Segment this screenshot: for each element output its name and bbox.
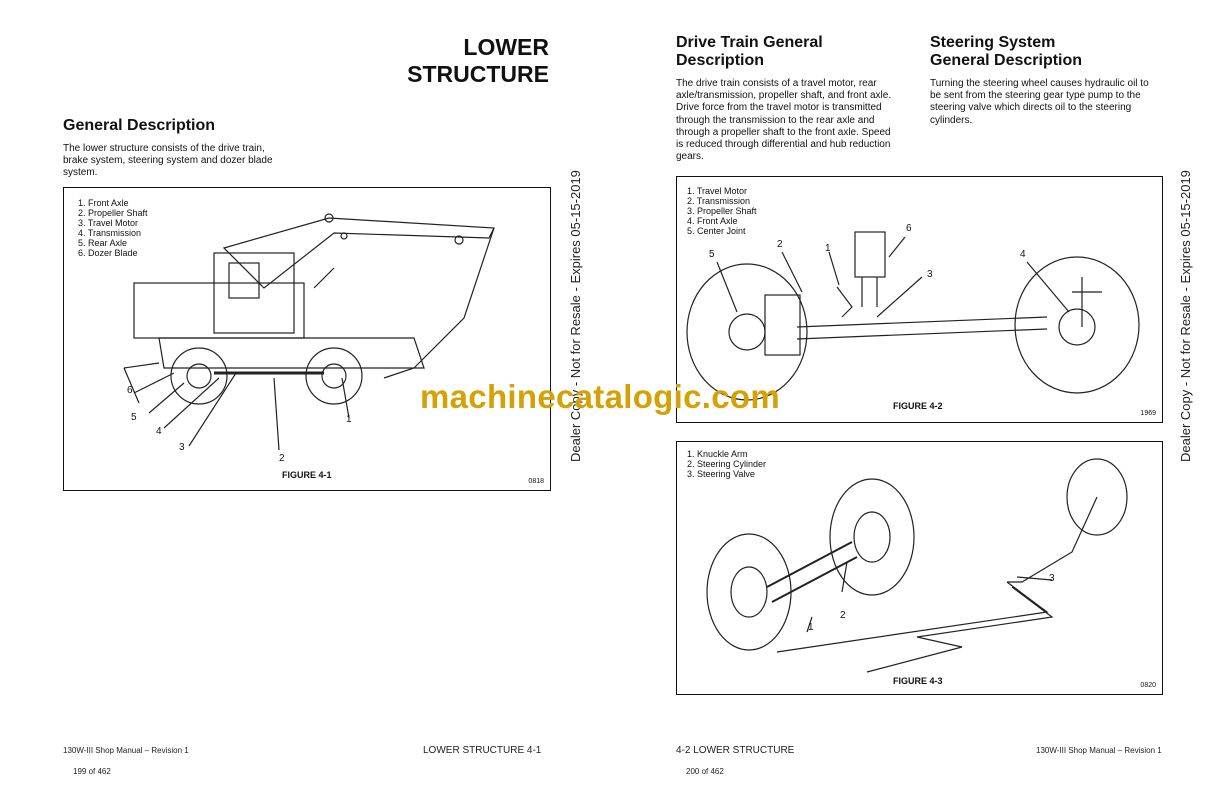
steering-heading-line1: Steering System	[930, 34, 1056, 51]
legend-item: 6. Dozer Blade	[78, 248, 138, 258]
callout-5: 5	[709, 249, 715, 260]
legend-item: 1. Knuckle Arm	[687, 449, 748, 459]
figure-caption: FIGURE 4-3	[893, 676, 943, 686]
figure-4-3: 1. Knuckle Arm 2. Steering Cylinder 3. S…	[676, 441, 1163, 695]
callout-5: 5	[131, 412, 137, 423]
legend-item: 1. Front Axle	[78, 198, 129, 208]
footer-section-right: 4-2 LOWER STRUCTURE	[676, 745, 795, 756]
legend-item: 2. Propeller Shaft	[78, 208, 148, 218]
callout-6: 6	[127, 385, 133, 396]
figure-caption: FIGURE 4-1	[282, 470, 332, 480]
drive-train-text: The drive train consists of a travel mot…	[676, 78, 892, 163]
figure-4-2: 1. Travel Motor 2. Transmission 3. Prope…	[676, 176, 1163, 423]
callout-2: 2	[777, 239, 783, 250]
watermark: machinecatalogic.com	[420, 378, 780, 415]
legend-item: 3. Steering Valve	[687, 469, 755, 479]
section-heading: General Description	[63, 117, 216, 134]
dealer-stamp-left: Dealer Copy - Not for Resale - Expires 0…	[568, 170, 583, 462]
callout-4: 4	[1020, 249, 1026, 260]
footer-manual-left: 130W-III Shop Manual – Revision 1	[63, 746, 189, 755]
legend-item: 2. Steering Cylinder	[687, 459, 767, 469]
footer-manual-right: 130W-III Shop Manual – Revision 1	[1036, 746, 1162, 755]
callout-3: 3	[1049, 573, 1055, 584]
figure-legend: 1. Front Axle 2. Propeller Shaft 3. Trav…	[78, 198, 148, 258]
figure-code: 0818	[528, 478, 544, 485]
callout-6: 6	[906, 223, 912, 234]
page-count-left: 199 of 462	[73, 767, 111, 776]
steering-text: Turning the steering wheel causes hydrau…	[930, 78, 1149, 126]
callout-1: 1	[825, 243, 831, 254]
legend-item: 5. Rear Axle	[78, 238, 128, 248]
figure-legend: 1. Knuckle Arm 2. Steering Cylinder 3. S…	[687, 449, 766, 479]
steering-heading-line2: General Description	[930, 52, 1083, 69]
drive-train-heading: Drive Train General Description	[676, 34, 823, 70]
legend-item: 3. Travel Motor	[78, 218, 139, 228]
drive-heading-line1: Drive Train General	[676, 34, 823, 51]
legend-item: 4. Front Axle	[687, 216, 738, 226]
callout-1: 1	[808, 622, 814, 633]
legend-item: 3. Propeller Shaft	[687, 206, 757, 216]
legend-item: 4. Transmission	[78, 228, 142, 238]
callout-1: 1	[346, 414, 352, 425]
callout-4: 4	[156, 426, 162, 437]
chapter-title: LOWER STRUCTURE	[380, 34, 549, 88]
drive-train-illustration	[686, 231, 1140, 401]
steering-illustration	[706, 458, 1128, 673]
legend-item: 1. Travel Motor	[687, 186, 748, 196]
figure-legend: 1. Travel Motor 2. Transmission 3. Prope…	[687, 186, 757, 236]
callout-3: 3	[927, 269, 933, 280]
page-count-right: 200 of 462	[686, 767, 724, 776]
figure-code: 1969	[1140, 410, 1156, 417]
callout-2: 2	[279, 453, 285, 464]
excavator-illustration	[123, 213, 495, 451]
figure-caption: FIGURE 4-2	[893, 401, 943, 411]
callout-3: 3	[179, 442, 185, 453]
section-text: The lower structure consists of the driv…	[63, 143, 273, 179]
steering-heading: Steering System General Description	[930, 34, 1082, 70]
figure-code: 0820	[1140, 682, 1156, 689]
figure-4-1: 1. Front Axle 2. Propeller Shaft 3. Trav…	[63, 187, 551, 491]
chapter-title-line1: LOWER	[463, 34, 549, 60]
callout-2: 2	[840, 610, 846, 621]
legend-item: 5. Center Joint	[687, 226, 746, 236]
chapter-title-line2: STRUCTURE	[407, 61, 549, 87]
dealer-stamp-right: Dealer Copy - Not for Resale - Expires 0…	[1178, 170, 1193, 462]
drive-heading-line2: Description	[676, 52, 765, 69]
legend-item: 2. Transmission	[687, 196, 751, 206]
footer-section-left: LOWER STRUCTURE 4-1	[423, 745, 542, 756]
